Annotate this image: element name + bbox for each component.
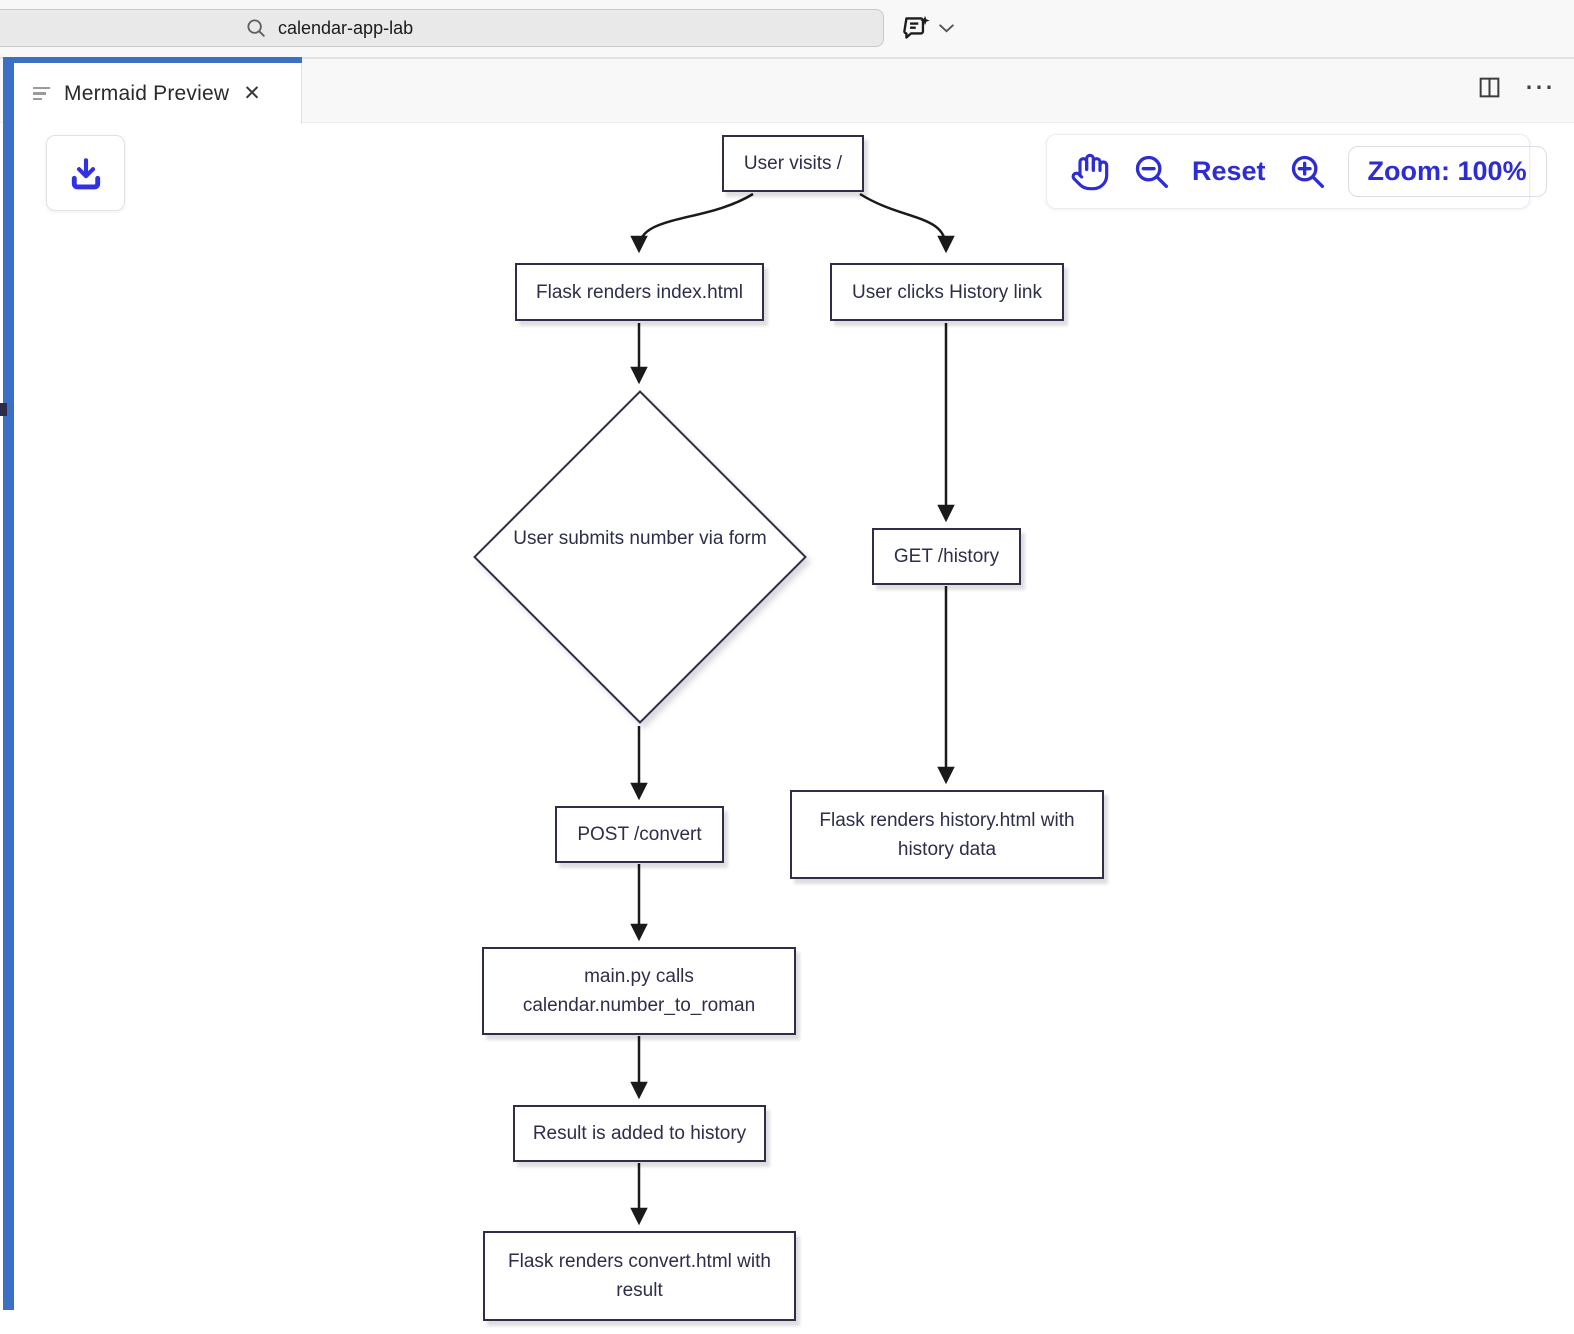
zoom-in-icon bbox=[1291, 155, 1324, 188]
zoom-out-icon bbox=[1135, 155, 1169, 188]
zoom-level-indicator: Zoom: 100% bbox=[1347, 146, 1547, 197]
pan-hand-button[interactable] bbox=[1070, 152, 1110, 192]
mermaid-preview-pane bbox=[14, 123, 1574, 1334]
tab-title: Mermaid Preview bbox=[64, 81, 230, 105]
search-input[interactable] bbox=[278, 17, 838, 39]
zoom-in-button[interactable] bbox=[1288, 152, 1328, 192]
search-icon bbox=[247, 19, 265, 37]
left-edge-marker bbox=[0, 403, 7, 416]
copilot-menu-button[interactable] bbox=[901, 11, 965, 45]
preview-lines-icon bbox=[33, 86, 51, 101]
node-label: User clicks History link bbox=[851, 281, 1043, 303]
split-editor-icon[interactable] bbox=[1477, 75, 1502, 100]
command-center-search[interactable] bbox=[0, 9, 884, 47]
node-get-history: GET /history bbox=[872, 528, 1021, 585]
editor-focus-border-left bbox=[3, 57, 14, 1310]
node-label: Flask renders index.html bbox=[536, 281, 743, 303]
diamond-shape bbox=[473, 390, 807, 724]
node-submit-number-diamond bbox=[473, 390, 807, 724]
node-flask-renders-index: Flask renders index.html bbox=[515, 263, 764, 321]
node-label: main.py calls calendar.number_to_roman bbox=[522, 966, 756, 1016]
node-label: User submits number via form bbox=[513, 528, 767, 549]
download-icon bbox=[71, 158, 100, 190]
chat-sparkle-icon bbox=[903, 15, 930, 39]
zoom-out-button[interactable] bbox=[1132, 152, 1172, 192]
tab-close-icon[interactable]: ✕ bbox=[243, 82, 261, 105]
reset-zoom-button[interactable]: Reset bbox=[1192, 156, 1266, 186]
chevron-down-icon bbox=[939, 24, 954, 33]
node-label: Result is added to history bbox=[532, 1123, 747, 1144]
node-label: Flask renders convert.html with result bbox=[508, 1251, 771, 1301]
more-actions-icon[interactable]: ⋯ bbox=[1524, 70, 1556, 104]
node-mainpy-calls: main.py calls calendar.number_to_roman bbox=[482, 947, 796, 1035]
download-button[interactable] bbox=[46, 135, 125, 211]
node-user-clicks-history: User clicks History link bbox=[830, 263, 1064, 321]
node-flask-renders-history: Flask renders history.html with history … bbox=[790, 790, 1104, 879]
node-user-visits: User visits / bbox=[722, 135, 864, 192]
node-label: GET /history bbox=[893, 546, 1000, 567]
tab-mermaid-preview[interactable]: Mermaid Preview ✕ bbox=[14, 63, 302, 124]
hand-icon bbox=[1071, 153, 1109, 190]
node-label: POST /convert bbox=[577, 824, 702, 845]
node-label: User visits / bbox=[743, 153, 843, 174]
title-bar bbox=[0, 0, 1574, 57]
zoom-toolbar: Reset Zoom: 100% bbox=[1046, 134, 1547, 209]
editor-focus-border-top bbox=[3, 57, 302, 63]
node-result-added: Result is added to history bbox=[513, 1105, 766, 1162]
node-post-convert: POST /convert bbox=[555, 806, 724, 863]
node-label: Flask renders history.html with history … bbox=[819, 809, 1075, 860]
node-flask-renders-convert: Flask renders convert.html with result bbox=[483, 1231, 796, 1321]
